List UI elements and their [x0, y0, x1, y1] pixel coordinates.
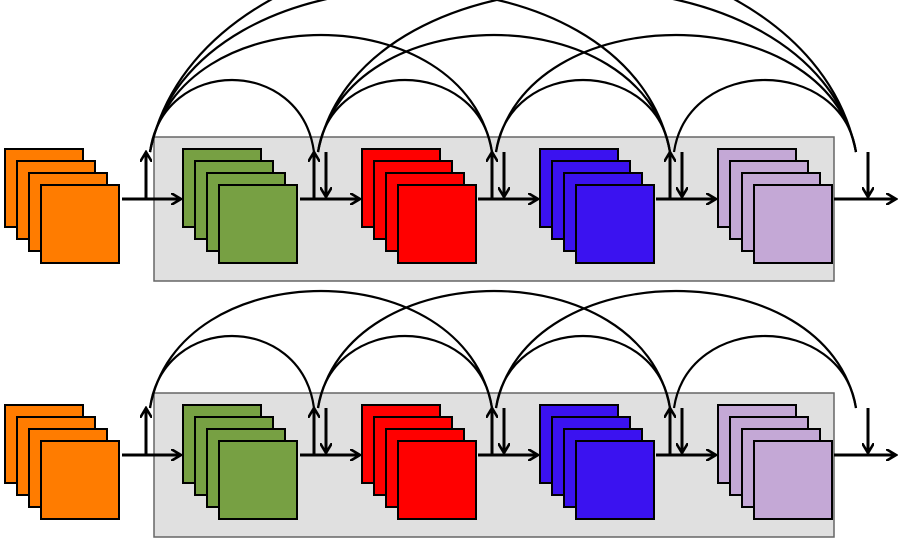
skip-connection-arc [672, 79, 858, 153]
layer-1-feature-stack-feature-map [218, 440, 298, 520]
layer-3-feature-stack-feature-map [575, 440, 655, 520]
skip-connection-arc [148, 0, 672, 153]
layer-1-feature-stack-feature-map [218, 184, 298, 264]
skip-connection-arc [316, 290, 672, 409]
skip-connection-arc [316, 79, 494, 153]
input-feature-stack-feature-map [40, 440, 120, 520]
skip-connection-arc [148, 0, 858, 153]
layer-2-feature-stack [361, 404, 477, 520]
layer-2-feature-stack-feature-map [397, 184, 477, 264]
layer-3-feature-stack [539, 404, 655, 520]
skip-connection-arc [316, 335, 494, 409]
skip-connection-arc [316, 0, 858, 153]
skip-connection-arc [148, 34, 494, 153]
input-feature-stack [4, 404, 120, 520]
layer-4-feature-stack [717, 148, 833, 264]
layer-2-feature-stack [361, 148, 477, 264]
skip-connection-arc [494, 290, 858, 409]
skip-connection-arc [148, 290, 494, 409]
layer-3-feature-stack [539, 148, 655, 264]
skip-connection-arc [316, 34, 672, 153]
dense-connectivity-diagram [4, 0, 896, 282]
skip-connection-arc [494, 34, 858, 153]
input-feature-stack-feature-map [40, 184, 120, 264]
layer-1-feature-stack [182, 404, 298, 520]
layer-1-feature-stack [182, 148, 298, 264]
layer-4-feature-stack [717, 404, 833, 520]
input-feature-stack [4, 148, 120, 264]
layer-3-feature-stack-feature-map [575, 184, 655, 264]
layer-4-feature-stack-feature-map [753, 184, 833, 264]
layer-2-feature-stack-feature-map [397, 440, 477, 520]
sparse-connectivity-diagram [4, 290, 896, 538]
layer-4-feature-stack-feature-map [753, 440, 833, 520]
skip-connection-arc [672, 335, 858, 409]
